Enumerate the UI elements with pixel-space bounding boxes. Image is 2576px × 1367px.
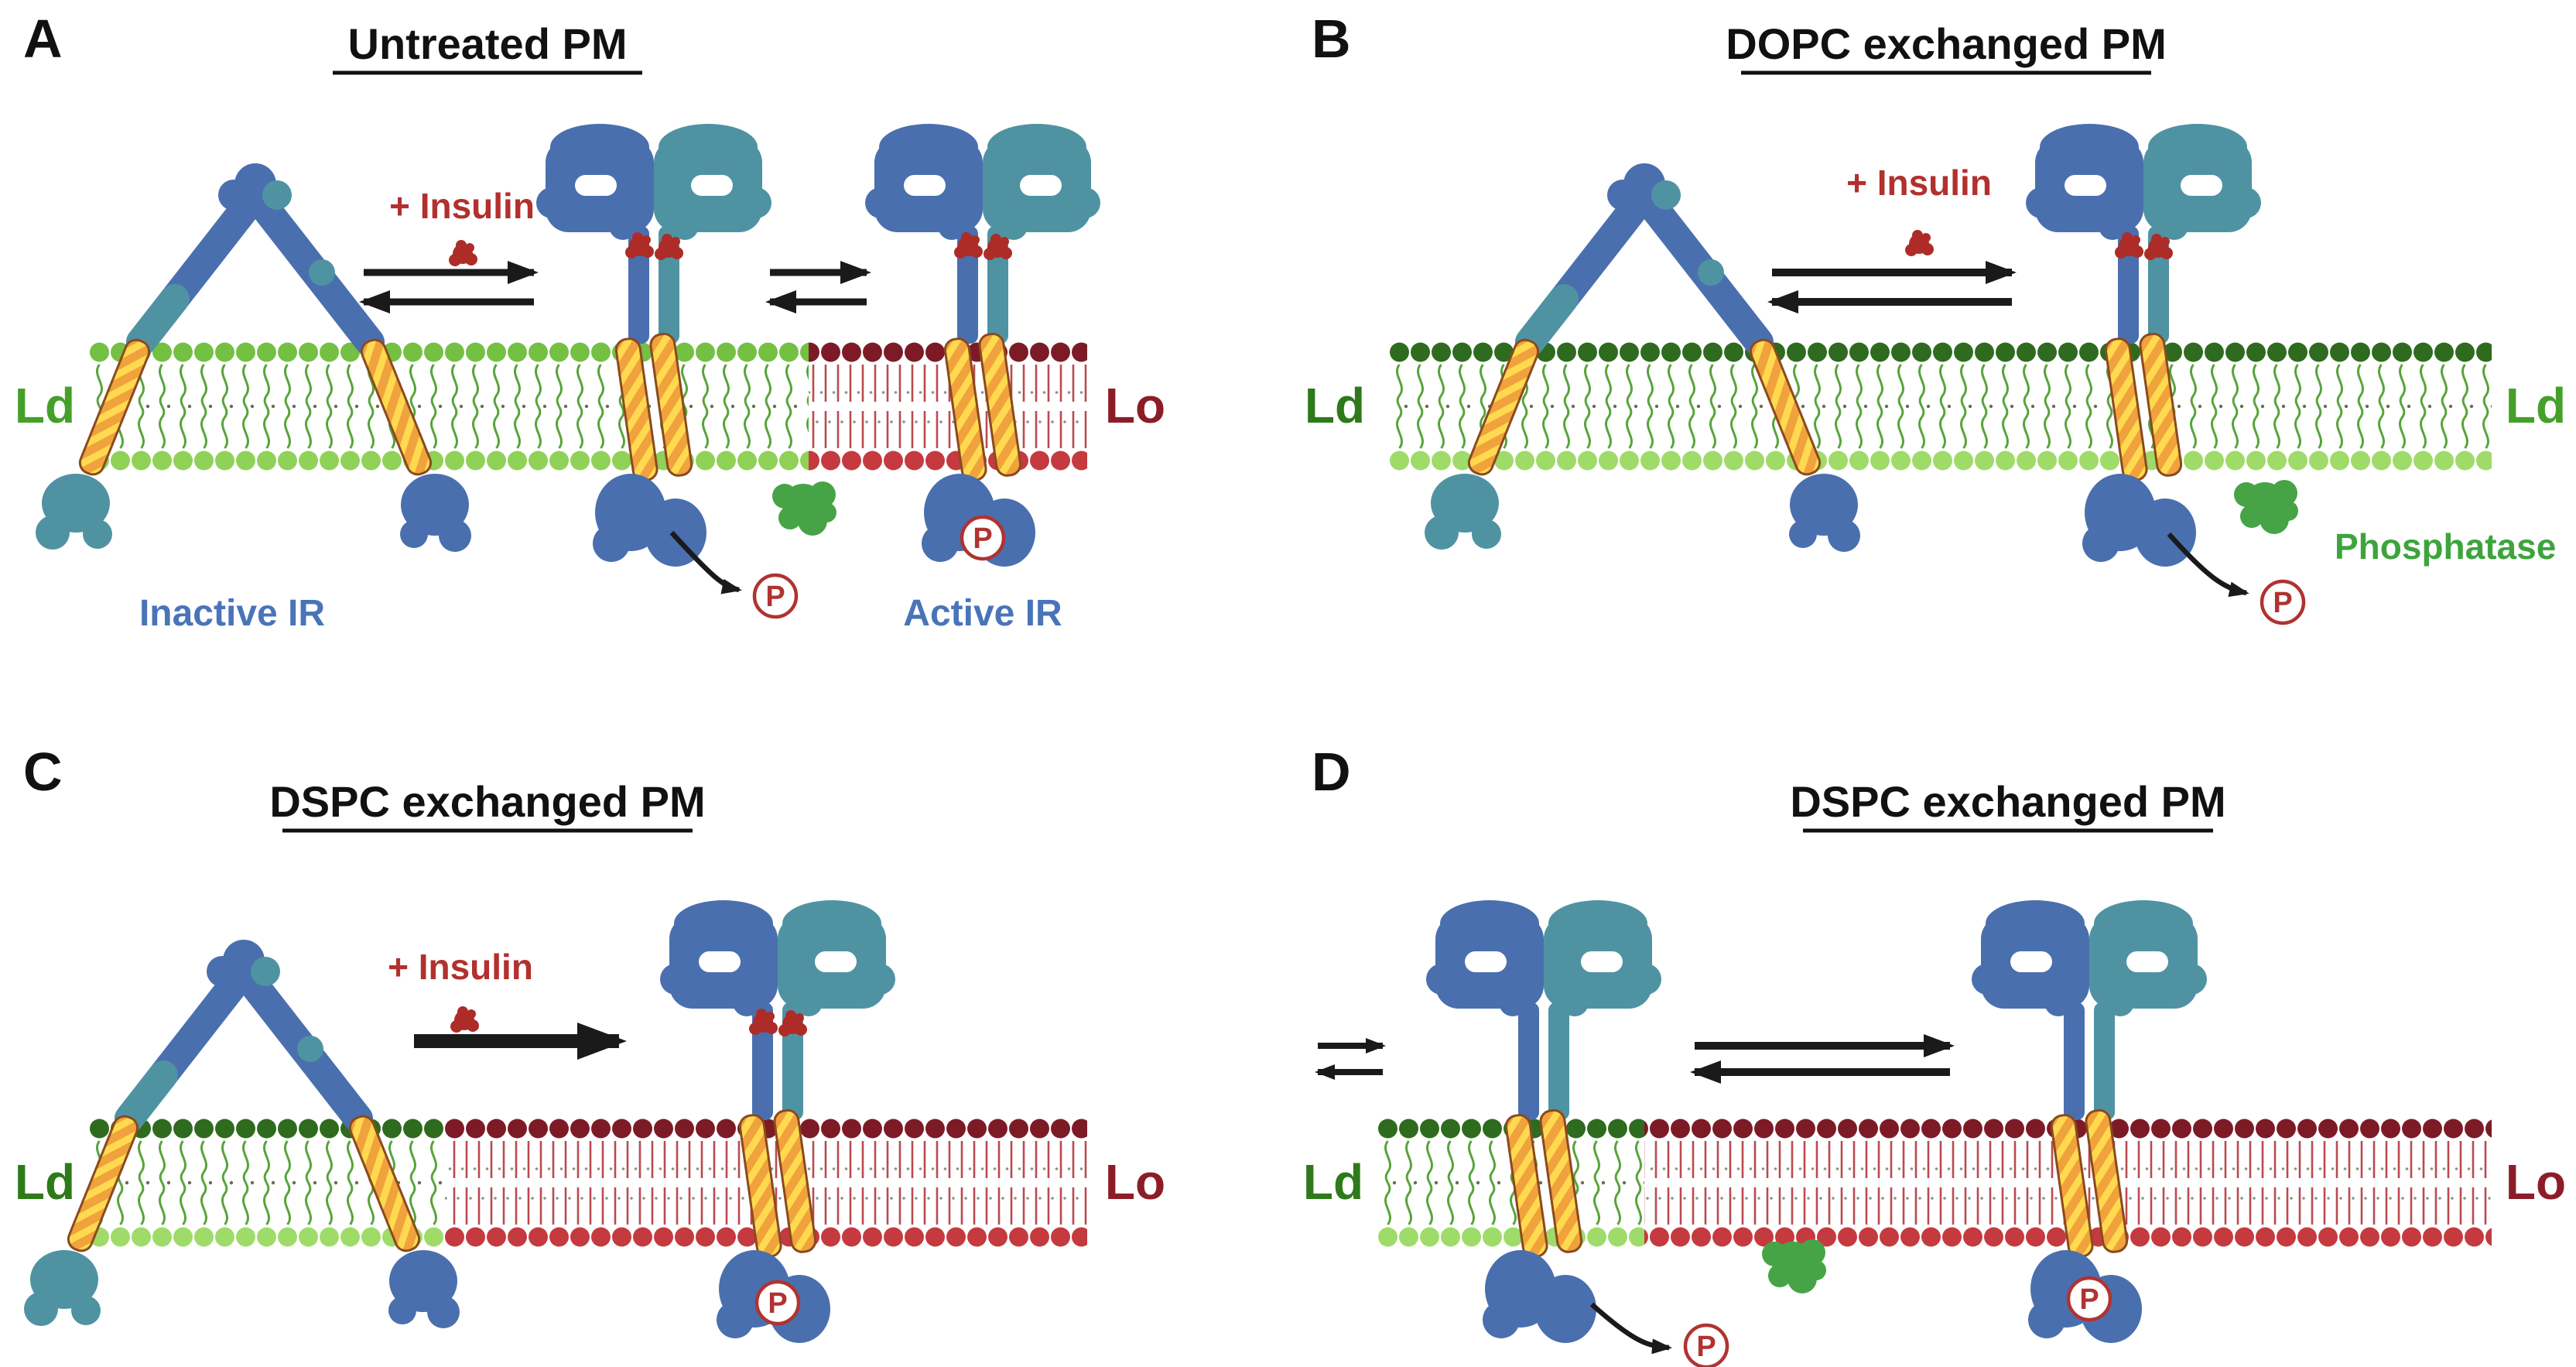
panel-d: D DSPC exchanged PM Ld Lo	[1303, 742, 2566, 1367]
ld-label: Ld	[1303, 1154, 1363, 1210]
insulin-icon	[449, 240, 477, 266]
lipid-heads-inner	[1377, 1226, 1644, 1248]
equilibrium-arrow	[359, 261, 539, 313]
ld-membrane-region	[89, 341, 809, 471]
released-phosphate-badge	[754, 575, 796, 617]
dephosphorylation-arrow	[2167, 532, 2249, 598]
ld-membrane-region	[1389, 341, 2492, 471]
released-phosphate-badge	[2262, 581, 2304, 623]
panel-letter: B	[1312, 9, 1351, 69]
panel-title: DOPC exchanged PM	[1726, 19, 2166, 68]
phosphatase-icon	[2234, 480, 2298, 534]
ld-label: Ld	[15, 1154, 75, 1210]
equilibrium-arrow	[1690, 1034, 1955, 1084]
insulin-icon	[1905, 230, 1934, 256]
equilibrium-arrow	[765, 261, 871, 313]
phosphatase-label: Phosphatase	[2335, 526, 2556, 567]
membrane	[89, 341, 1087, 471]
inactive-ir-label: Inactive IR	[139, 593, 325, 634]
dephosphorylation-arrow	[1589, 1302, 1672, 1355]
lo-label: Lo	[1105, 1154, 1165, 1210]
insulin-label: + Insulin	[388, 947, 533, 987]
phosphate-badge	[962, 517, 1004, 559]
lipid-heads-inner	[1389, 450, 2492, 471]
dephosphorylation-arrow	[669, 530, 742, 594]
released-phosphate-badge	[1685, 1325, 1727, 1367]
lipid-heads-inner	[89, 450, 809, 471]
small-equilibrium-arrow	[1315, 1038, 1386, 1080]
phosphate-badge	[757, 1282, 799, 1324]
membrane	[1389, 341, 2492, 471]
lipid-heads-outer	[1389, 341, 2492, 363]
ld-label-right: Ld	[2506, 378, 2566, 433]
insulin-icon	[450, 1006, 479, 1033]
insulin-label: + Insulin	[1846, 163, 1992, 203]
panel-title: Untreated PM	[348, 19, 628, 68]
panel-letter: A	[23, 9, 63, 69]
lipid-tails	[1389, 363, 2492, 450]
panel-a: A Untreated PM Ld Lo + Insulin	[15, 9, 1165, 634]
membrane	[89, 1118, 1087, 1248]
panel-title: DSPC exchanged PM	[1790, 777, 2225, 826]
phosphatase-icon	[772, 481, 836, 536]
phosphate-badge	[2068, 1278, 2110, 1320]
lipid-heads-inner	[89, 1226, 445, 1248]
phosphatase-icon	[1762, 1239, 1826, 1293]
ld-label: Ld	[15, 378, 75, 433]
panel-title: DSPC exchanged PM	[269, 777, 705, 826]
panel-b: B DOPC exchanged PM Ld Ld + Insulin Phos…	[1305, 9, 2566, 623]
lo-label: Lo	[2506, 1154, 2566, 1210]
lipid-heads-outer	[89, 341, 809, 363]
panel-c: C DSPC exchanged PM Ld Lo + Insulin	[15, 742, 1165, 1345]
active-ir-label: Active IR	[903, 593, 1062, 634]
panel-letter: C	[23, 742, 63, 802]
equilibrium-arrow	[1767, 261, 2017, 313]
lo-label: Lo	[1105, 378, 1165, 433]
lipid-heads-inner	[809, 450, 1087, 471]
ld-label-left: Ld	[1305, 378, 1365, 433]
lipid-heads-outer	[89, 1118, 445, 1139]
lipid-tails	[89, 363, 809, 450]
panel-letter: D	[1312, 742, 1351, 802]
insulin-label: + Insulin	[389, 186, 535, 226]
